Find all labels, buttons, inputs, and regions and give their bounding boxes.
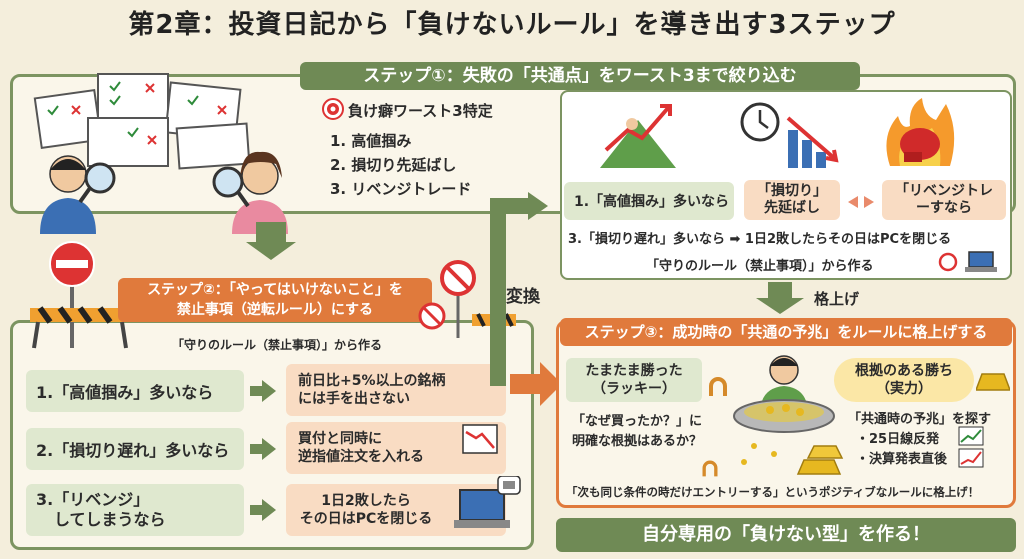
step2-row3-left-line2: してしまうなら: [54, 510, 166, 529]
step1-case-3: 「リベンジトレーすなら: [882, 180, 1006, 220]
upgrade-arrow-head: [756, 298, 804, 314]
step2-row2-right-line2: 逆指値注文を入れる: [298, 449, 424, 465]
gold-bar-icon: [976, 373, 1010, 391]
question-line2: 明確な根拠はあるか？: [572, 434, 703, 449]
step2-row2-arrow-shaft: [250, 444, 262, 454]
magnifier-icon: [212, 166, 244, 198]
notebooks-people-illustration: [33, 73, 288, 234]
horseshoe-icon: [709, 377, 727, 396]
man-avatar: [40, 155, 116, 234]
notebooks-icon: [33, 73, 251, 170]
step2-row2-left: 2.「損切り遅れ」多いなら: [26, 428, 244, 470]
worst-item-2: 2. 損切り先延ばし: [330, 156, 457, 174]
step2-row2-right-line1: 買付と同時に: [298, 431, 382, 447]
step2-row1-arrow: [262, 380, 276, 402]
step1-rule-line: 3.「損切り遅れ」多いなら ➡ 1日2敗したらその日はPCを閉じる: [568, 232, 952, 247]
barricade-icon: [30, 306, 130, 349]
down-arrow-head: [246, 242, 296, 260]
gold-bars-icon: [796, 445, 844, 475]
signs-title: 「共通時の予兆」を探す: [848, 412, 992, 427]
step2-row1-right: 前日比+5%以上の銘柄 には手を出さない: [286, 364, 506, 416]
hands-icon: [848, 196, 874, 208]
convert-arrow: [490, 192, 548, 386]
skill-line1: 根拠のある勝ち: [855, 363, 953, 379]
upgrade-label: 格上げ: [814, 290, 860, 308]
boxing-glove-fire-icon: [886, 98, 955, 166]
step2-row1-left: 1.「高値掴み」多いなら: [26, 370, 244, 412]
step2-row3-right-line2: その日はPCを閉じる: [299, 511, 433, 527]
step3-bottom-note: 「次も同じ条件の時だけエントリーする」というポジティブなルールに格上げ！: [566, 485, 980, 499]
woman-avatar: [212, 151, 288, 234]
step2-row3-left-line1: 3.「リベンジ」: [36, 490, 150, 509]
step2-row1-arrow-shaft: [250, 386, 262, 396]
step2-row3-left: 3.「リベンジ」 してしまうなら: [26, 484, 244, 536]
step2-banner-line1: ステップ②：「やってはいけないこと」を: [147, 282, 403, 298]
step1-case-2: 「損切り」先延ばし: [744, 180, 840, 220]
laptop-icon: [965, 251, 997, 272]
skill-box: 根拠のある勝ち （実力）: [834, 358, 974, 402]
falling-chart-icon: [462, 424, 498, 454]
gold-panning-icon: [733, 355, 844, 475]
step2-subtitle: 「守りのルール（禁止事項）」から作る: [172, 338, 383, 352]
step1-from-rule: 「守りのルール（禁止事項）」から作る: [646, 259, 874, 274]
worst-item-1: 1. 高値掴み: [330, 132, 412, 150]
convert-label: 変換: [506, 287, 540, 307]
sign-item-1: ・25日線反発: [856, 432, 940, 447]
step2-row2-arrow: [262, 438, 276, 460]
lucky-line2: （ラッキー）: [592, 381, 676, 397]
step1-case-3-text: 「リベンジトレーすなら: [895, 183, 993, 216]
lucky-line1: たまたま勝った: [585, 363, 683, 379]
step2-banner-line2: 禁止事項（逆転ルール）にする: [176, 302, 374, 318]
magnifier-icon: [84, 162, 116, 194]
step2-to-step3-arrow: [510, 362, 562, 406]
step1-banner: ステップ①：失敗の「共通点」をワースト3まで絞り込む: [300, 62, 860, 90]
target-icon: [322, 98, 344, 120]
horseshoe-icon: [702, 460, 718, 477]
rising-chart-icon: [958, 448, 984, 468]
step2-row1-right-line2: には手を出さない: [298, 391, 410, 407]
laptop-closing-icon: [454, 476, 521, 528]
worst-title: 負け癖ワースト3特定: [348, 102, 493, 120]
sign-item-2: ・決算発表直後: [856, 452, 948, 467]
circle-mark-icon: [938, 252, 958, 272]
clock-falling-chart-icon: [740, 102, 839, 168]
step3-banner: ステップ③：成功時の「共通の予兆」をルールに格上げする: [560, 318, 1012, 346]
upgrade-arrow-shaft: [768, 282, 792, 300]
step1-case-1: 1.「高値掴み」多いなら: [564, 182, 734, 220]
final-banner: 自分専用の「負けない型」を作る！: [556, 518, 1016, 552]
rising-chart-icon: [958, 426, 984, 446]
skill-line2: （実力）: [876, 381, 932, 397]
step2-row3-right-line1: 1日2敗したら: [321, 493, 411, 509]
question-line1: 「なぜ買ったか？」に: [572, 414, 703, 429]
step2-row3-arrow-shaft: [250, 505, 262, 515]
step2-row1-right-line1: 前日比+5%以上の銘柄: [298, 373, 446, 389]
no-entry-sign-icon: [30, 241, 130, 349]
step2-banner: ステップ②：「やってはいけないこと」を 禁止事項（逆転ルール）にする: [118, 278, 432, 322]
worst-item-3: 3. リベンジトレード: [330, 180, 472, 198]
step2-row3-arrow: [262, 499, 276, 521]
lucky-box: たまたま勝った （ラッキー）: [566, 358, 702, 402]
step1-case-2-text: 「損切り」先延ばし: [757, 183, 827, 216]
mountain-chart-icon: [600, 104, 676, 168]
page-title: 第2章：投資日記から「負けないルール」を導き出す3ステップ: [128, 10, 896, 40]
down-arrow-shaft: [256, 222, 286, 242]
